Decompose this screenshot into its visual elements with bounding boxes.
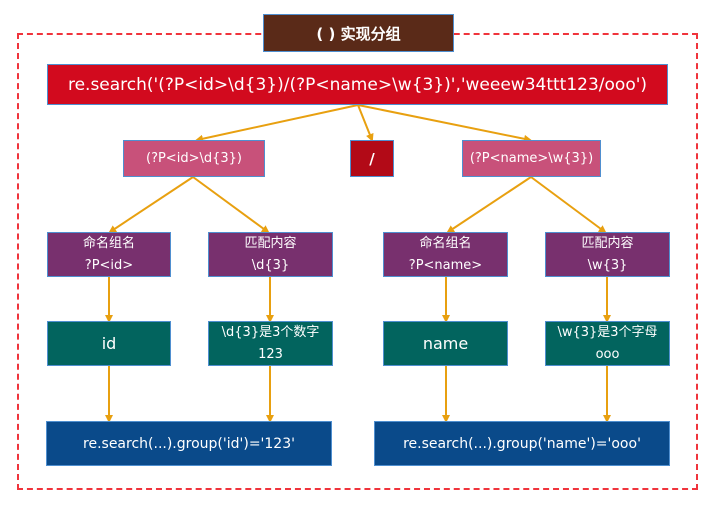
name-final-result-box: re.search(...).group('name')='ooo' bbox=[374, 421, 670, 466]
id-group-box: (?P<id>\d{3}) bbox=[123, 140, 265, 177]
title-text: ( ) 实现分组 bbox=[316, 24, 401, 43]
separator-text: / bbox=[369, 149, 375, 168]
match-result-label: \w{3}是3个字母 bbox=[557, 324, 658, 340]
name-group-text: (?P<name>\w{3}) bbox=[469, 151, 594, 166]
match-result-label: \d{3}是3个数字 bbox=[221, 324, 320, 340]
named-group-value: ?P<name> bbox=[408, 257, 483, 273]
separator-box: / bbox=[350, 140, 394, 177]
main-expression-box: re.search('(?P<id>\d{3})/(?P<name>\w{3})… bbox=[47, 64, 668, 105]
id-match-content-box: 匹配内容 \d{3} bbox=[208, 232, 333, 277]
id-name-result-box: id bbox=[47, 321, 171, 366]
final-result-text: re.search(...).group('id')='123' bbox=[83, 435, 295, 452]
named-group-label: 命名组名 bbox=[82, 235, 135, 251]
id-final-result-box: re.search(...).group('id')='123' bbox=[46, 421, 332, 466]
name-result-text: name bbox=[422, 333, 469, 353]
name-named-group-box: 命名组名 ?P<name> bbox=[383, 232, 508, 277]
id-match-result-box: \d{3}是3个数字 123 bbox=[208, 321, 333, 366]
match-result-value: ooo bbox=[595, 346, 620, 362]
match-content-label: 匹配内容 bbox=[244, 235, 297, 251]
match-result-value: 123 bbox=[258, 346, 283, 362]
name-match-result-box: \w{3}是3个字母 ooo bbox=[545, 321, 670, 366]
name-name-result-box: name bbox=[383, 321, 508, 366]
named-group-label: 命名组名 bbox=[419, 235, 472, 251]
id-named-group-box: 命名组名 ?P<id> bbox=[47, 232, 171, 277]
named-group-value: ?P<id> bbox=[84, 257, 134, 273]
name-match-content-box: 匹配内容 \w{3} bbox=[545, 232, 670, 277]
main-expression-text: re.search('(?P<id>\d{3})/(?P<name>\w{3})… bbox=[67, 74, 648, 95]
name-group-box: (?P<name>\w{3}) bbox=[462, 140, 601, 177]
final-result-text: re.search(...).group('name')='ooo' bbox=[403, 435, 641, 452]
match-content-value: \d{3} bbox=[251, 257, 290, 273]
name-result-text: id bbox=[101, 333, 117, 353]
diagram-title: ( ) 实现分组 bbox=[263, 14, 454, 52]
id-group-text: (?P<id>\d{3}) bbox=[146, 151, 242, 166]
match-content-value: \w{3} bbox=[587, 257, 628, 273]
match-content-label: 匹配内容 bbox=[581, 235, 634, 251]
